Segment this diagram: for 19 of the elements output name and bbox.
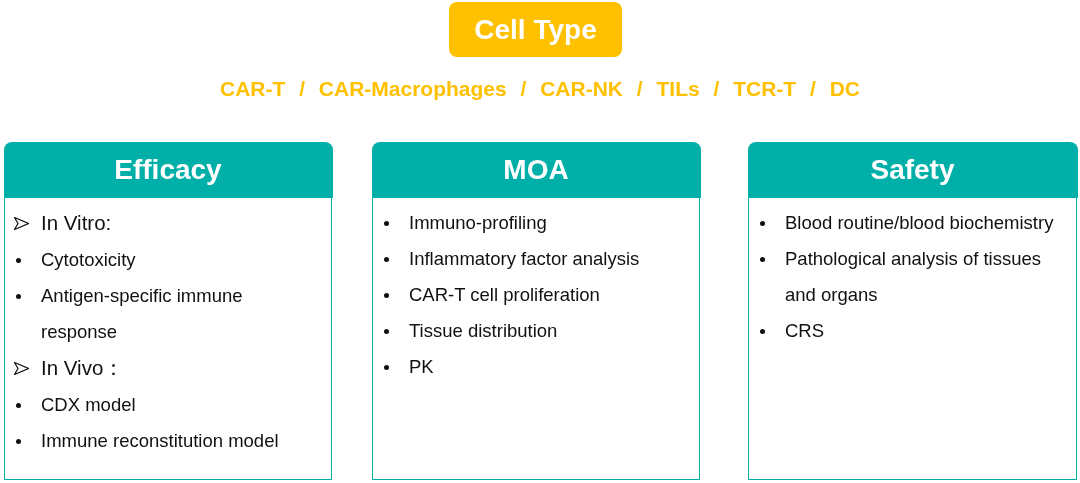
list-item: Pathological analysis of tissues and organs <box>785 247 1043 307</box>
section-heading: In Vitro: <box>41 210 112 236</box>
list-item: Inflammatory factor analysis <box>409 247 640 271</box>
list-item: CRS <box>785 319 825 343</box>
title-badge: Cell Type <box>449 2 622 57</box>
column-header: Efficacy <box>3 142 333 198</box>
cell-type-list: CAR-T / CAR-Macrophages / CAR-NK / TILs / TCR-T / DC <box>0 77 1080 101</box>
list-item: Immune reconstitution model <box>41 429 279 453</box>
list-item: PK <box>409 355 434 379</box>
list-item: Cytotoxicity <box>41 248 136 272</box>
list-item: CDX model <box>41 393 136 417</box>
section-heading: In Vivo： <box>41 355 125 381</box>
column-header: MOA <box>371 142 701 198</box>
list-item: CAR-T cell proliferation <box>409 283 600 307</box>
list-item: Immuno-profiling <box>409 211 547 235</box>
list-item: Tissue distribution <box>409 319 558 343</box>
list-item: Antigen-specific immune response <box>41 284 244 344</box>
list-item: Blood routine/blood biochemistry <box>785 211 1054 235</box>
column-header: Safety <box>747 142 1078 198</box>
